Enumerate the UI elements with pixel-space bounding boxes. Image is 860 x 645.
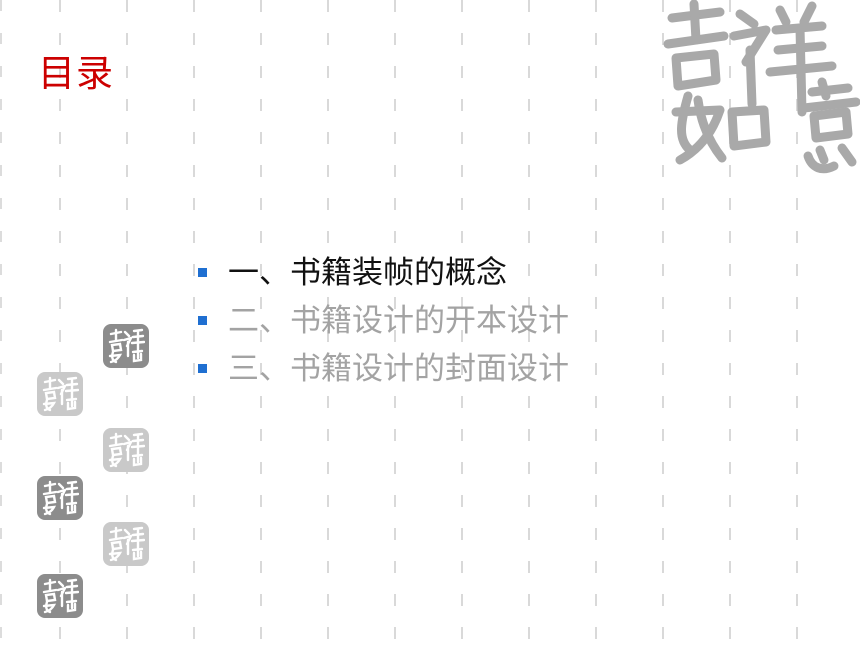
- dash-line: [461, 0, 463, 645]
- toc-item-2[interactable]: 二、书籍设计的开本设计: [196, 297, 569, 345]
- dash-line: [528, 0, 530, 645]
- page-title: 目录: [38, 52, 114, 95]
- dash-line: [193, 0, 195, 645]
- auspicious-seal-icon: [103, 428, 149, 472]
- auspicious-seal-icon: [37, 372, 83, 416]
- dash-line: [796, 0, 798, 645]
- dash-line: [327, 0, 329, 645]
- auspicious-calligraphy-icon: [662, 0, 860, 182]
- square-bullet-icon: [198, 364, 207, 373]
- auspicious-seal-icon: [103, 522, 149, 566]
- toc-item-label: 三、书籍设计的封面设计: [228, 351, 569, 387]
- table-of-contents: 一、书籍装帧的概念 二、书籍设计的开本设计 三、书籍设计的封面设计: [196, 249, 569, 393]
- auspicious-seal-icon: [37, 574, 83, 618]
- square-bullet-icon: [198, 316, 207, 325]
- dash-line: [662, 0, 664, 645]
- dash-line: [394, 0, 396, 645]
- toc-item-1[interactable]: 一、书籍装帧的概念: [196, 249, 569, 297]
- auspicious-seal-icon: [103, 324, 149, 368]
- toc-item-3[interactable]: 三、书籍设计的封面设计: [196, 345, 569, 393]
- toc-item-label: 二、书籍设计的开本设计: [228, 303, 569, 339]
- dash-line: [729, 0, 731, 645]
- auspicious-seal-icon: [37, 476, 83, 520]
- dash-line: [59, 0, 61, 645]
- dash-line: [595, 0, 597, 645]
- toc-item-label: 一、书籍装帧的概念: [228, 255, 507, 291]
- dash-line: [126, 0, 128, 645]
- square-bullet-icon: [198, 268, 207, 277]
- dash-line: [260, 0, 262, 645]
